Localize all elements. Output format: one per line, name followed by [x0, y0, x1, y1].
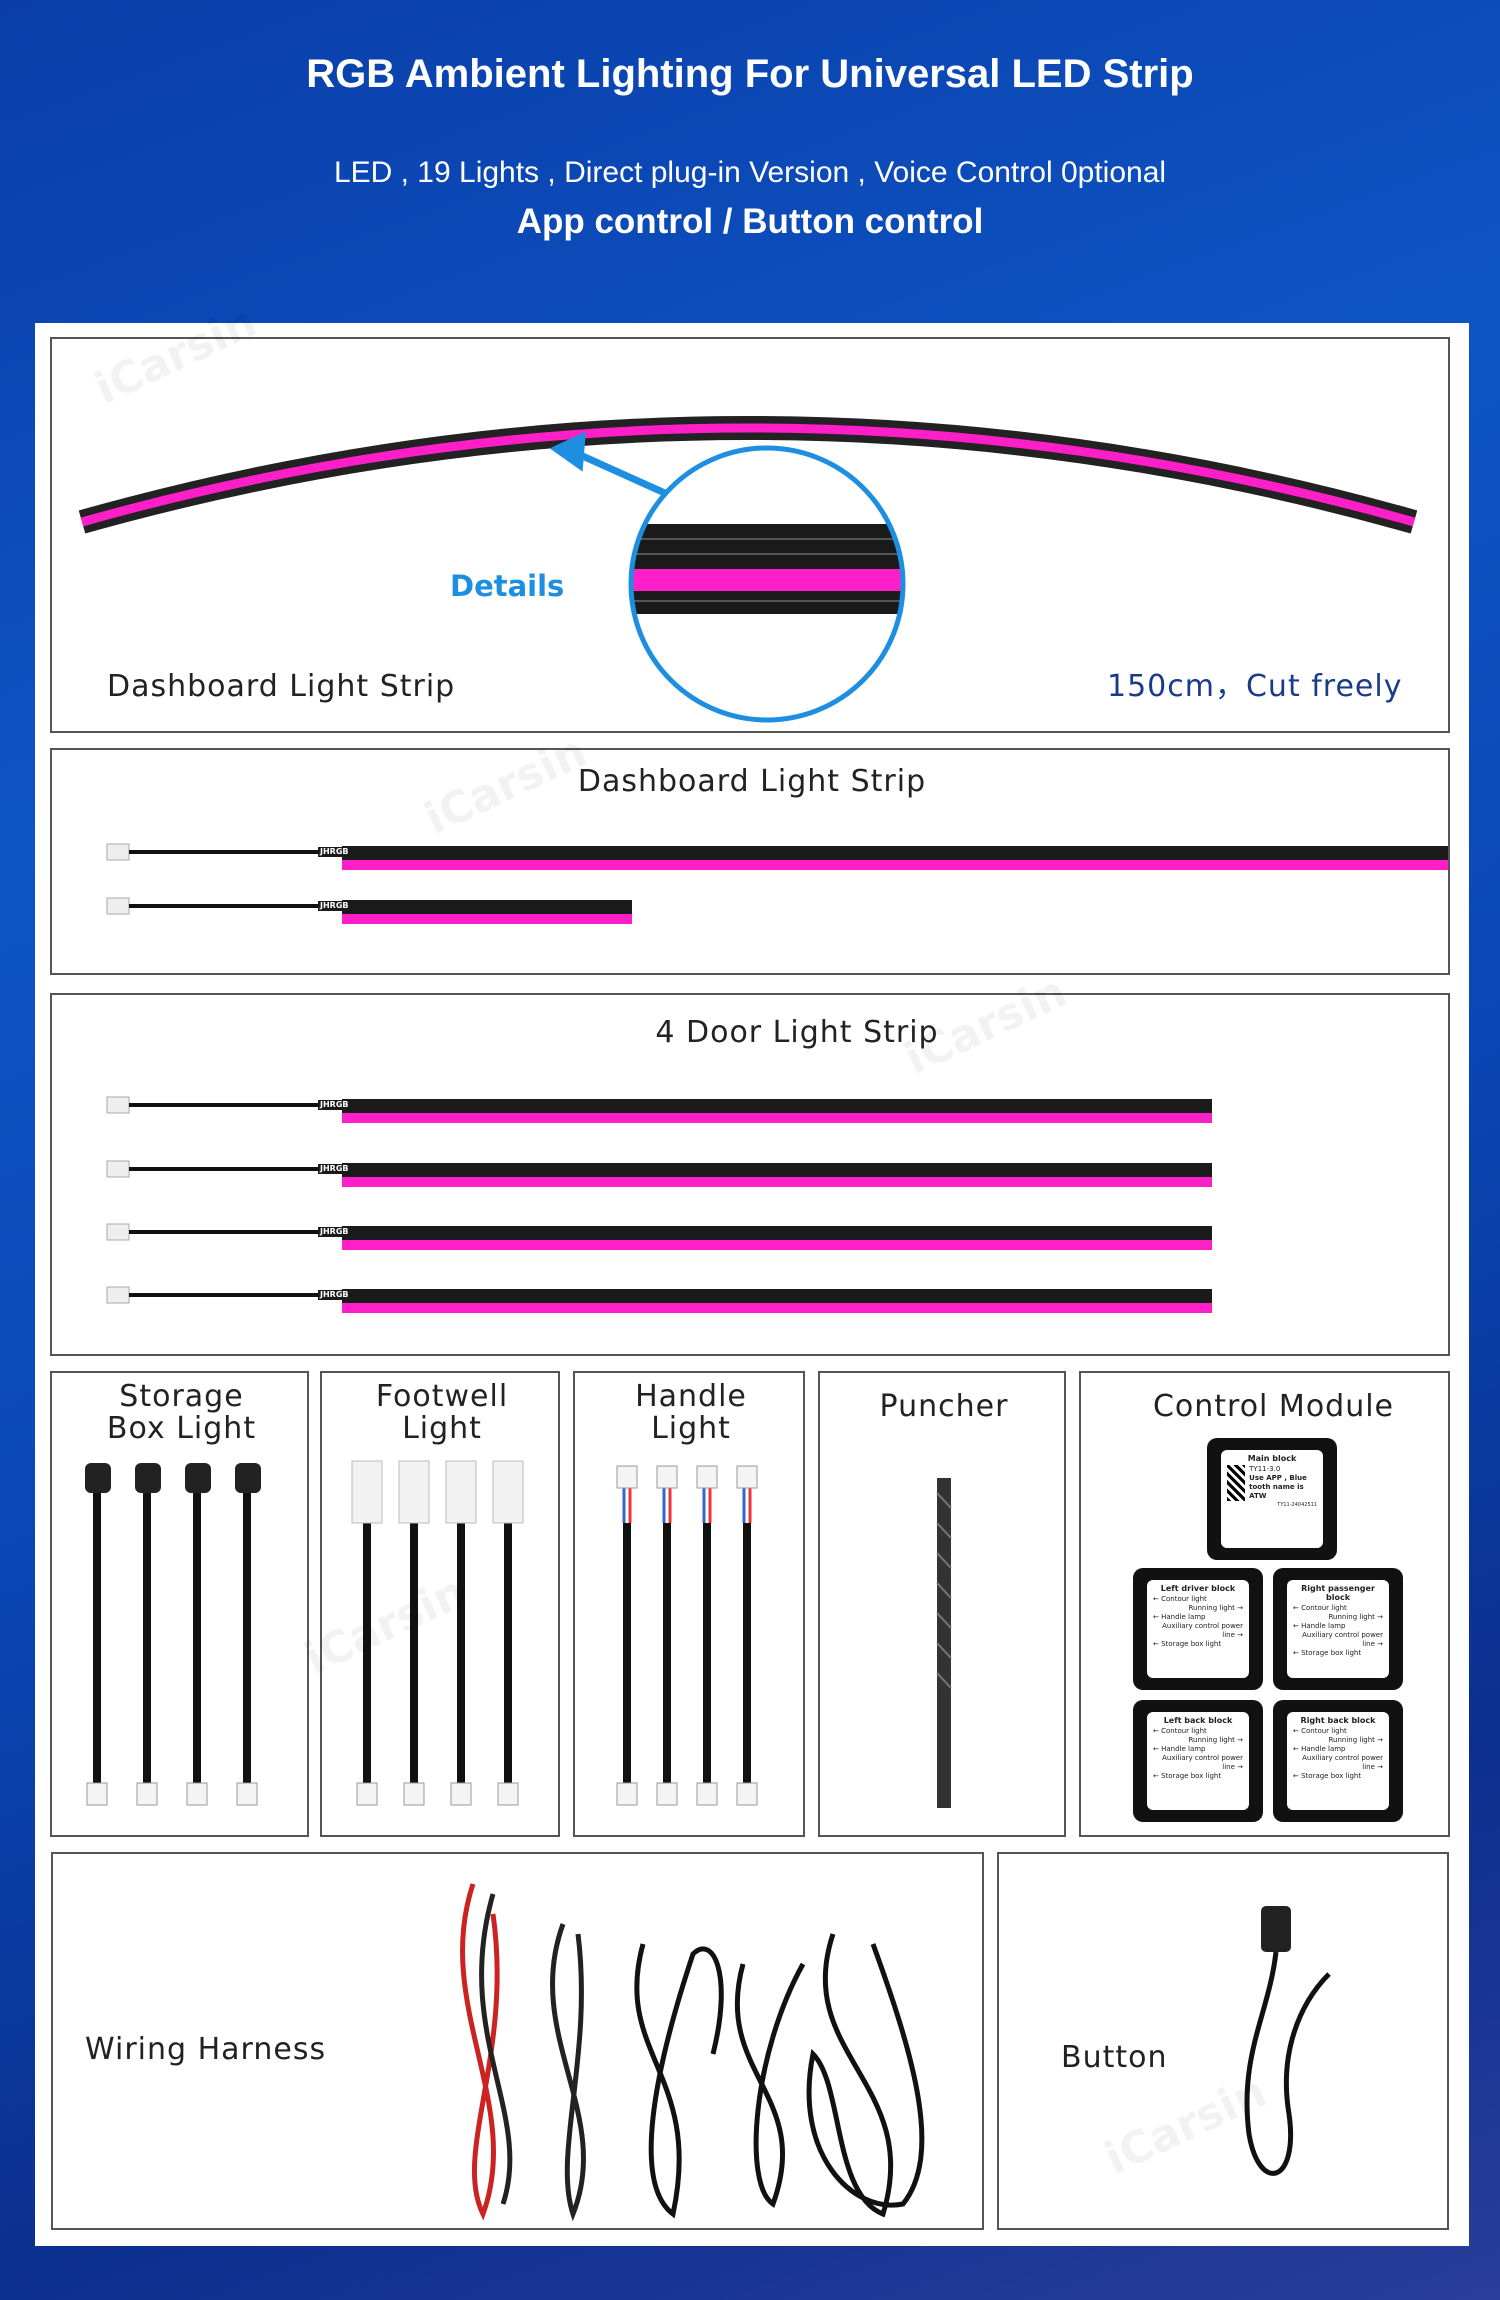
block-line: Running light → [1188, 1736, 1243, 1744]
page-title: RGB Ambient Lighting For Universal LED S… [306, 52, 1194, 96]
connector-label: JHRGB [318, 847, 351, 857]
main-block-serial: TY11-24042511 [1277, 1502, 1317, 1508]
button-label: Button [1061, 2040, 1168, 2075]
block-line: ← Contour light [1153, 1727, 1207, 1735]
storage-box-light-box: Storage Box Light [50, 1371, 309, 1837]
main-block-note: Use APP , Blue tooth name is ATW [1249, 1474, 1307, 1500]
detail-zoom-circle [631, 448, 903, 720]
block-line: ← Handle lamp [1293, 1622, 1346, 1630]
curved-strip-light [80, 423, 1416, 527]
block-line: Running light → [1328, 1613, 1383, 1621]
main-block-model: TY11-3.0 [1249, 1465, 1281, 1473]
qr-code-icon [1227, 1465, 1246, 1501]
control-button-icon [1244, 1906, 1331, 2176]
block-line: ← Storage box light [1153, 1772, 1222, 1780]
block-line: ← Storage box light [1153, 1640, 1222, 1648]
door-strip-4 [106, 1286, 1212, 1313]
handle-light-box: Handle Light [573, 1371, 805, 1837]
footwell-light-box: Footwell Light [320, 1371, 560, 1837]
block-line: ← Handle lamp [1153, 1613, 1206, 1621]
block-line: ← Storage box light [1293, 1772, 1362, 1780]
block-title: Left back block [1163, 1716, 1233, 1725]
connector-label: JHRGB [318, 1227, 351, 1237]
connector-label: JHRGB [318, 1290, 351, 1300]
block-line: ← Storage box light [1293, 1649, 1362, 1657]
dashboard-strips-box: Dashboard Light Strip JHRGB JHRGB [50, 748, 1450, 975]
footwell-light-illustration [351, 1460, 524, 1806]
puncher-box: Puncher [818, 1371, 1066, 1837]
block-line: Auxiliary control power line → [1162, 1754, 1243, 1771]
wiring-harness-box: Wiring Harness [51, 1852, 984, 2230]
drill-bit-icon [936, 1478, 952, 1808]
block-line: Auxiliary control power line → [1302, 1631, 1383, 1648]
block-title: Left driver block [1160, 1584, 1236, 1593]
door-strip-2 [106, 1160, 1212, 1187]
control-subtitle: App control / Button control [516, 202, 984, 241]
block-line: ← Contour light [1293, 1604, 1347, 1612]
door-strip-1 [106, 1096, 1212, 1123]
block-line: ← Handle lamp [1293, 1745, 1346, 1753]
details-label: Details [450, 569, 565, 603]
handle-light-label: Handle Light [635, 1379, 747, 1446]
block-line: Auxiliary control power line → [1162, 1622, 1243, 1639]
block-title: Right back block [1300, 1716, 1376, 1725]
block-line: ← Contour light [1293, 1727, 1347, 1735]
long-dashboard-strip [106, 843, 1448, 870]
dashboard-strips-illustration [106, 843, 1448, 924]
storage-box-light-label: Storage Box Light [106, 1379, 257, 1446]
control-module-label: Control Module [1152, 1389, 1395, 1424]
puncher-label: Puncher [879, 1389, 1009, 1424]
storage-box-light-illustration [85, 1463, 261, 1806]
footwell-light-label: Footwell Light [375, 1379, 509, 1446]
door-strips-title: 4 Door Light Strip [655, 1015, 939, 1050]
short-dashboard-strip [106, 897, 632, 924]
button-box: Button [997, 1852, 1449, 2230]
length-label: 150cm，Cut freely [1107, 669, 1403, 704]
block-line: ← Handle lamp [1153, 1745, 1206, 1753]
door-strips-illustration [106, 1096, 1212, 1313]
dashboard-detail-box: Details Dashboard Light Strip 150cm，Cut … [50, 337, 1450, 733]
block-line: Auxiliary control power line → [1302, 1754, 1383, 1771]
handle-light-illustration [616, 1465, 758, 1806]
connector-label: JHRGB [318, 1164, 351, 1174]
block-line: Running light → [1328, 1736, 1383, 1744]
door-strip-3 [106, 1223, 1212, 1250]
subtitle: LED , 19 Lights , Direct plug-in Version… [333, 156, 1167, 189]
main-block-title: Main block [1247, 1454, 1297, 1463]
connector-label: JHRGB [318, 1100, 351, 1110]
block-line: ← Contour light [1153, 1595, 1207, 1603]
dashboard-strip-label: Dashboard Light Strip [107, 669, 456, 704]
block-title: Right passenger block [1301, 1584, 1375, 1602]
dashboard-strips-title: Dashboard Light Strip [577, 764, 927, 799]
wiring-harness-label: Wiring Harness [85, 2032, 327, 2067]
wiring-harness-illustration [460, 1883, 925, 2222]
block-line: Running light → [1188, 1604, 1243, 1612]
curved-strip-illustration [78, 416, 1418, 723]
door-strips-box: 4 Door Light Strip JHRGB JHRGB JHRGB JHR… [50, 993, 1450, 1356]
connector-label: JHRGB [318, 901, 351, 911]
